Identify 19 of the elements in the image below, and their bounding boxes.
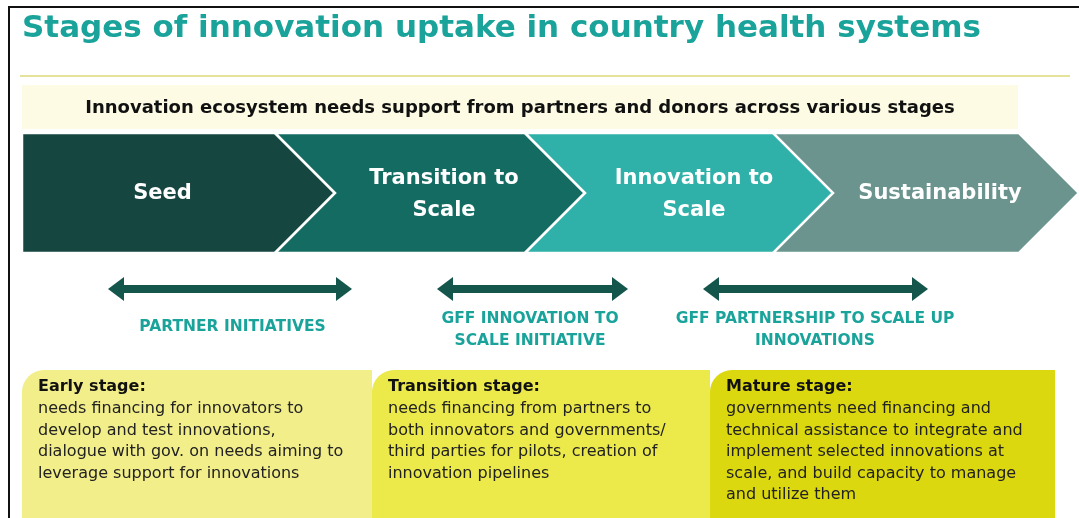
stage-description: needs financing from partners to both innovators and governments/ third parties for pilots, creation of innovation pipelines — [388, 397, 667, 484]
stage-card — [710, 370, 1055, 518]
stage-label: Innovation to Scale — [613, 163, 775, 222]
stage-description: governments need financing and technical assistance to integrate and implement selected innovations at scale, and build capacity to manage and utilize them — [726, 397, 1024, 505]
initiative-label: GFF PARTNERSHIP TO SCALE UP INNOVATIONS — [674, 308, 956, 351]
stage-heading: Transition stage: — [388, 376, 541, 395]
stage-label: Sustainability — [857, 179, 1023, 207]
stage-description: needs financing for innovators to develop and test innovations, dialogue with gov. on needs aiming to leverage support for innovations — [38, 397, 345, 484]
stage-card — [372, 370, 710, 518]
title: Stages of innovation uptake in country health systems — [22, 8, 981, 44]
stage-card — [22, 370, 372, 518]
initiative-label: GFF INNOVATION TO SCALE INITIATIVE — [440, 308, 620, 351]
stage-heading: Mature stage: — [726, 376, 854, 395]
subtitle-band — [22, 85, 1018, 129]
initiative-label: PARTNER INITIATIVES — [138, 316, 327, 337]
stage-label: Transition to Scale — [368, 163, 520, 222]
stage-label: Seed — [132, 179, 193, 207]
stage-heading: Early stage: — [38, 376, 147, 395]
subtitle-text: Innovation ecosystem needs support from partners and donors across various stages — [84, 96, 956, 117]
